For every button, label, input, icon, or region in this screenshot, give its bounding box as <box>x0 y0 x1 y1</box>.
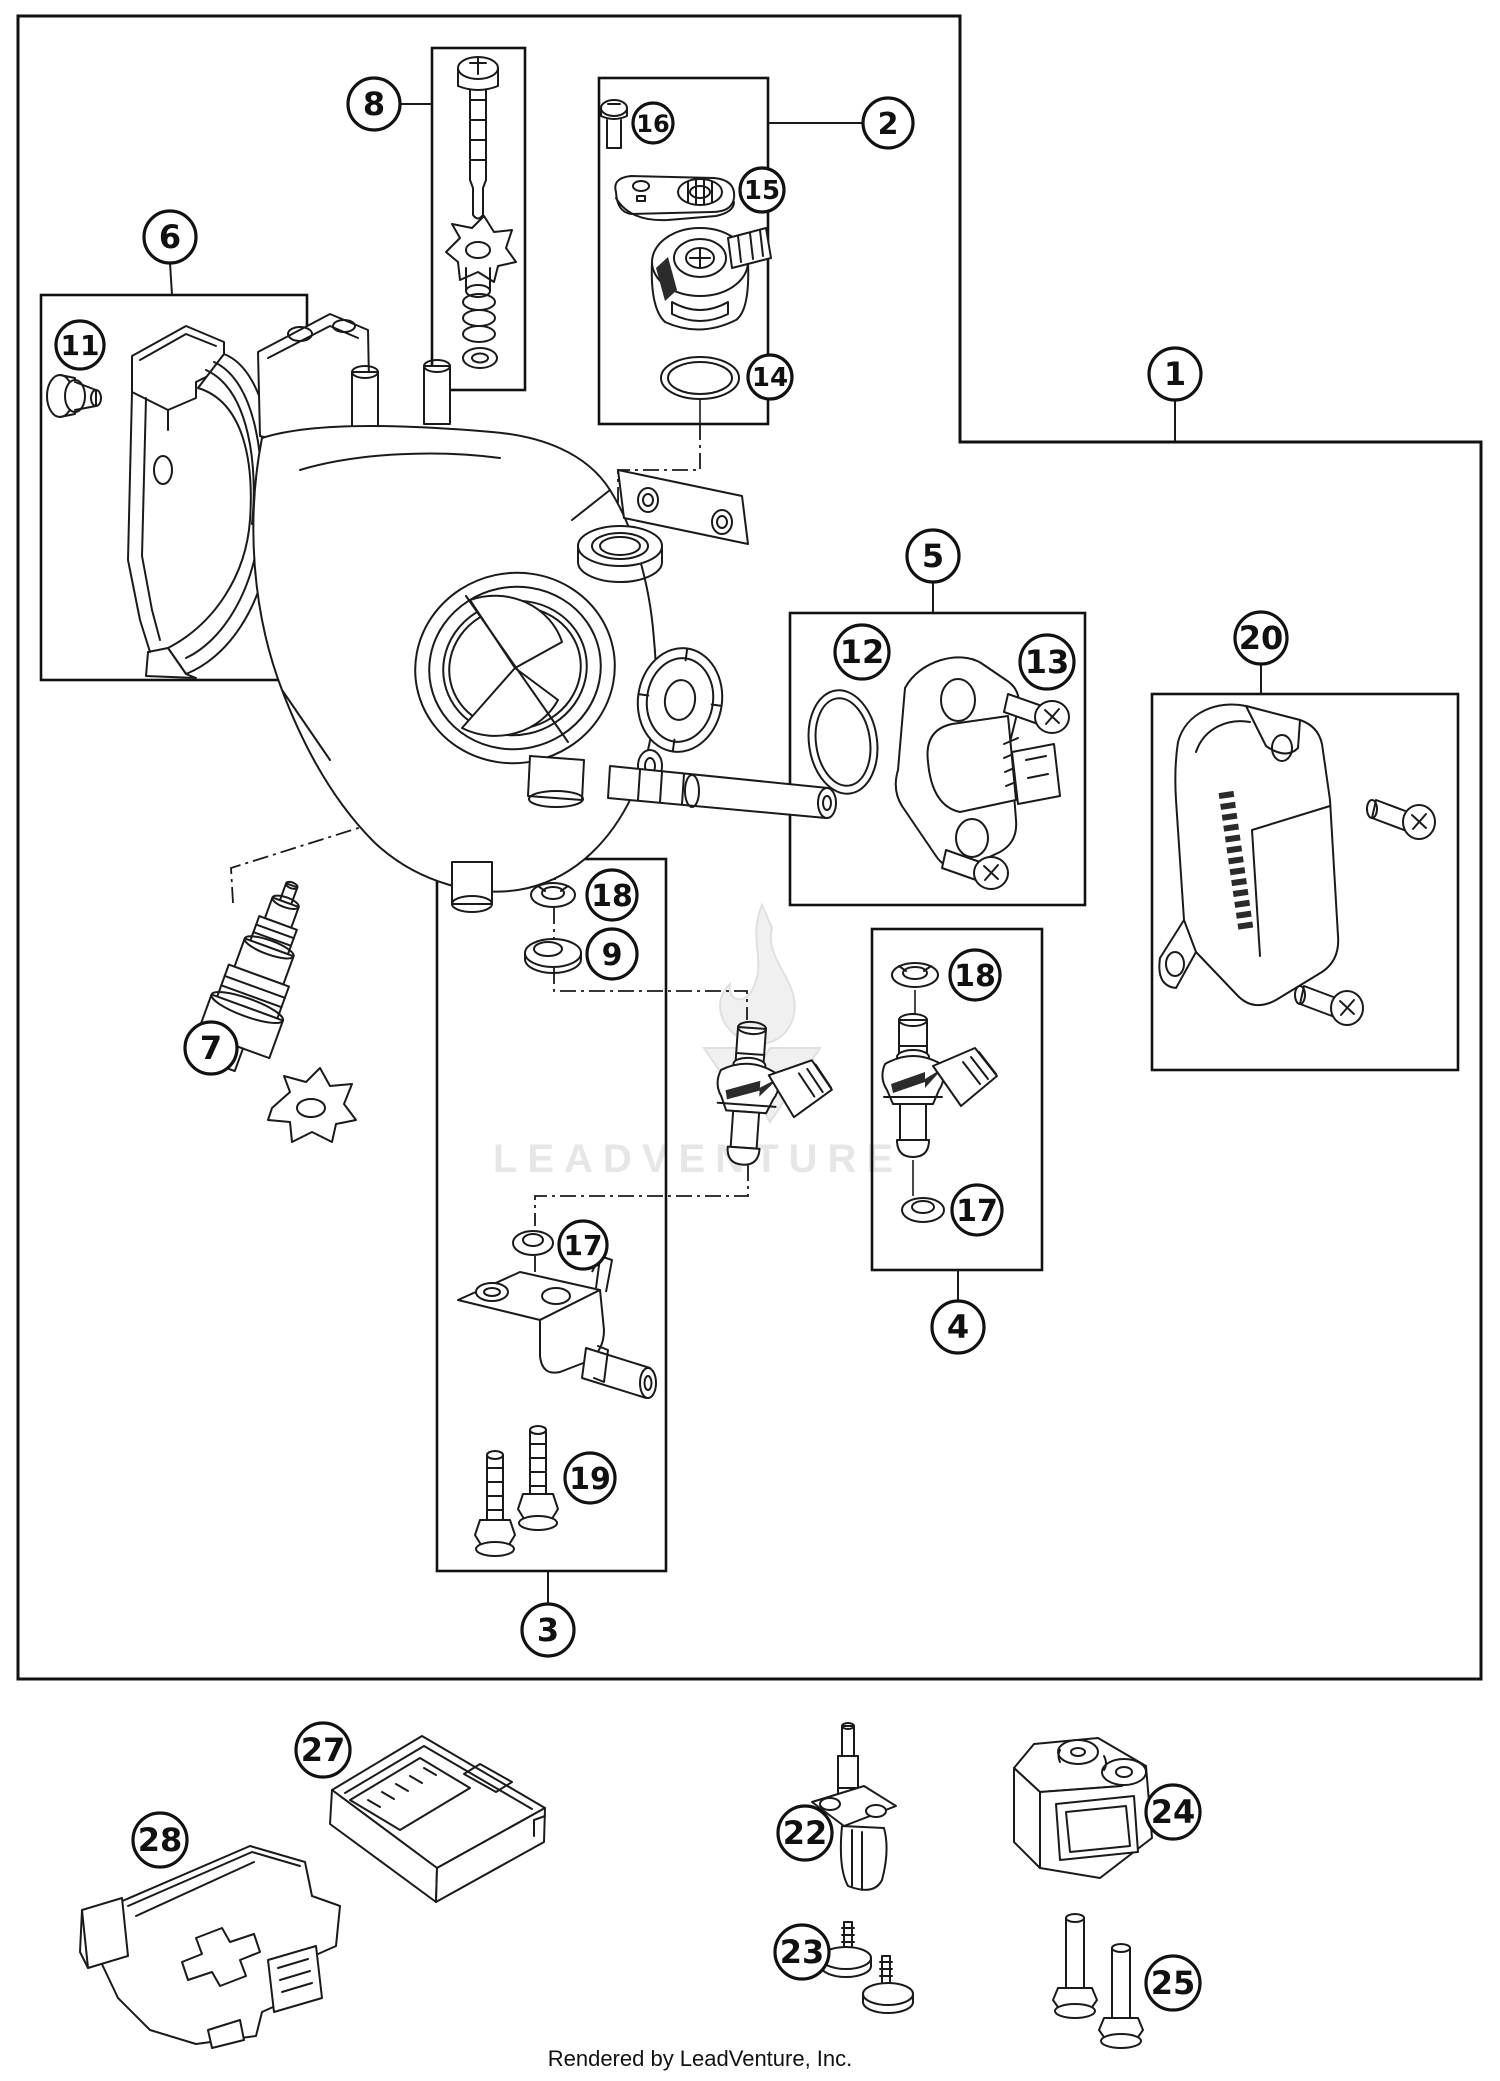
bolts-25 <box>1052 1913 1144 2049</box>
callout-13-label: 13 <box>1025 643 1070 681</box>
group-box-5 <box>788 611 1087 907</box>
group-box-20 <box>1150 692 1460 1072</box>
callout-4[interactable]: 4 <box>930 1299 986 1355</box>
callout-23-label: 23 <box>780 1933 825 1971</box>
callout-7[interactable]: 7 <box>183 1020 239 1076</box>
callout-20[interactable]: 20 <box>1233 610 1289 666</box>
callout-17-box3[interactable]: 17 <box>557 1219 609 1271</box>
callout-6-label: 6 <box>159 218 181 256</box>
callout-15[interactable]: 15 <box>738 166 786 214</box>
callout-24-label: 24 <box>1151 1793 1196 1831</box>
callout-25[interactable]: 25 <box>1144 1954 1202 2012</box>
idle-screw-assembly-8 <box>445 56 517 369</box>
callout-9[interactable]: 9 <box>585 927 639 981</box>
callout-22-label: 22 <box>783 1814 828 1852</box>
callout-28-label: 28 <box>138 1821 183 1859</box>
callout-22[interactable]: 22 <box>776 1804 834 1862</box>
watermark-text: LEADVENTURE <box>493 1137 903 1181</box>
callout-19-label: 19 <box>569 1462 611 1497</box>
callout-14[interactable]: 14 <box>746 353 794 401</box>
cable-bracket-6 <box>46 325 275 679</box>
injector-kit-4 <box>881 962 998 1223</box>
tps-sensor-kit-2 <box>600 99 772 400</box>
callout-7-label: 7 <box>200 1029 222 1067</box>
callout-25-label: 25 <box>1151 1964 1196 2002</box>
connector-housing-24 <box>1013 1737 1153 1879</box>
purge-valve-kit-3 <box>457 882 657 1557</box>
callout-2-label: 2 <box>878 107 899 142</box>
callout-16[interactable]: 16 <box>631 101 675 145</box>
callout-18-box4-label: 18 <box>954 959 996 994</box>
callout-6[interactable]: 6 <box>142 209 198 265</box>
sensor-kit-5 <box>807 656 1070 890</box>
callout-24[interactable]: 24 <box>1144 1783 1202 1841</box>
group-box-8 <box>430 46 527 392</box>
callout-20-label: 20 <box>1239 619 1284 657</box>
callout-3[interactable]: 3 <box>520 1602 576 1658</box>
centerline-nut9-to-injector <box>553 968 748 1020</box>
callout-17-box3-label: 17 <box>564 1229 603 1262</box>
callout-5[interactable]: 5 <box>905 528 961 584</box>
callout-12-label: 12 <box>840 633 885 671</box>
map-sensor-22 <box>811 1722 897 1891</box>
ecu-bracket-28 <box>79 1845 341 2049</box>
callout-8-label: 8 <box>363 85 385 123</box>
callout-17-box4[interactable]: 17 <box>950 1183 1004 1237</box>
callout-17-box4-label: 17 <box>956 1194 998 1229</box>
callout-12[interactable]: 12 <box>833 623 891 681</box>
callout-27[interactable]: 27 <box>294 1721 352 1779</box>
callout-18-box4[interactable]: 18 <box>948 948 1002 1002</box>
callout-15-label: 15 <box>744 176 780 206</box>
callout-2[interactable]: 2 <box>861 96 915 150</box>
throttle-body-drawing <box>252 313 837 913</box>
centerline-injector-to-elbow <box>534 1165 749 1226</box>
callout-23[interactable]: 23 <box>773 1923 831 1981</box>
callout-3-label: 3 <box>537 1611 559 1649</box>
callout-14-label: 14 <box>752 363 788 393</box>
callout-4-label: 4 <box>947 1308 969 1346</box>
watermark-flame-icon <box>719 902 796 1045</box>
sensor-cover-kit-20 <box>1158 703 1436 1026</box>
leader-6 <box>169 262 173 296</box>
ecu-27 <box>329 1735 546 1903</box>
callout-28[interactable]: 28 <box>131 1811 189 1869</box>
footer-credit: Rendered by LeadVenture, Inc. <box>548 2046 853 2071</box>
callout-8[interactable]: 8 <box>346 76 402 132</box>
callout-11-label: 11 <box>61 329 100 362</box>
callout-19[interactable]: 19 <box>563 1451 617 1505</box>
outer-enclosure-border <box>16 14 1483 1681</box>
callout-18-box3[interactable]: 18 <box>585 868 639 922</box>
callout-27-label: 27 <box>301 1731 346 1769</box>
callout-16-label: 16 <box>636 110 669 138</box>
screws-23 <box>820 1921 914 2014</box>
callout-9-label: 9 <box>602 938 623 973</box>
callout-1[interactable]: 1 <box>1147 346 1203 402</box>
callout-13[interactable]: 13 <box>1018 633 1076 691</box>
callout-11[interactable]: 11 <box>54 319 106 371</box>
callout-18-box3-label: 18 <box>591 879 633 914</box>
idle-adjuster-7 <box>196 880 357 1143</box>
callout-5-label: 5 <box>922 537 944 575</box>
callout-1-label: 1 <box>1164 355 1186 393</box>
